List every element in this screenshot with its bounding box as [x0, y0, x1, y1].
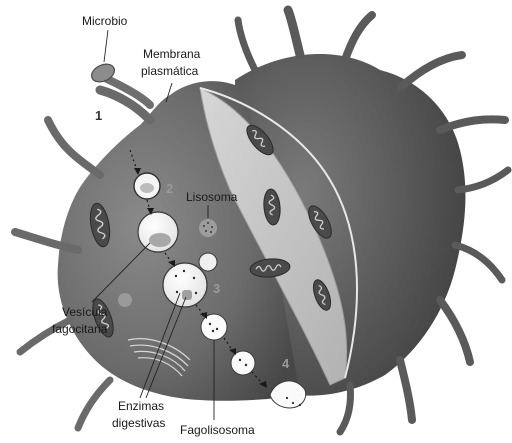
step-number-1: 1 — [95, 108, 102, 123]
step-number-4: 4 — [282, 356, 290, 371]
label-enzimas-2: digestivas — [112, 416, 165, 430]
lysosome — [199, 219, 217, 237]
label-lisosoma: Lisosoma — [186, 190, 238, 204]
step-number-3: 3 — [213, 281, 220, 296]
label-fagolisosoma: Fagolisosoma — [180, 423, 255, 437]
small-vesicle — [118, 293, 132, 307]
label-microbio: Microbio — [82, 14, 128, 28]
step-number-2: 2 — [166, 181, 173, 196]
label-vesicula-2: fagocitaria — [52, 322, 108, 336]
label-membrana-2: plasmática — [141, 64, 199, 78]
label-enzimas-1: Enzimas — [118, 399, 164, 413]
label-membrana-1: Membrana — [143, 47, 201, 61]
label-vesicula-1: Vesícula — [62, 305, 108, 319]
